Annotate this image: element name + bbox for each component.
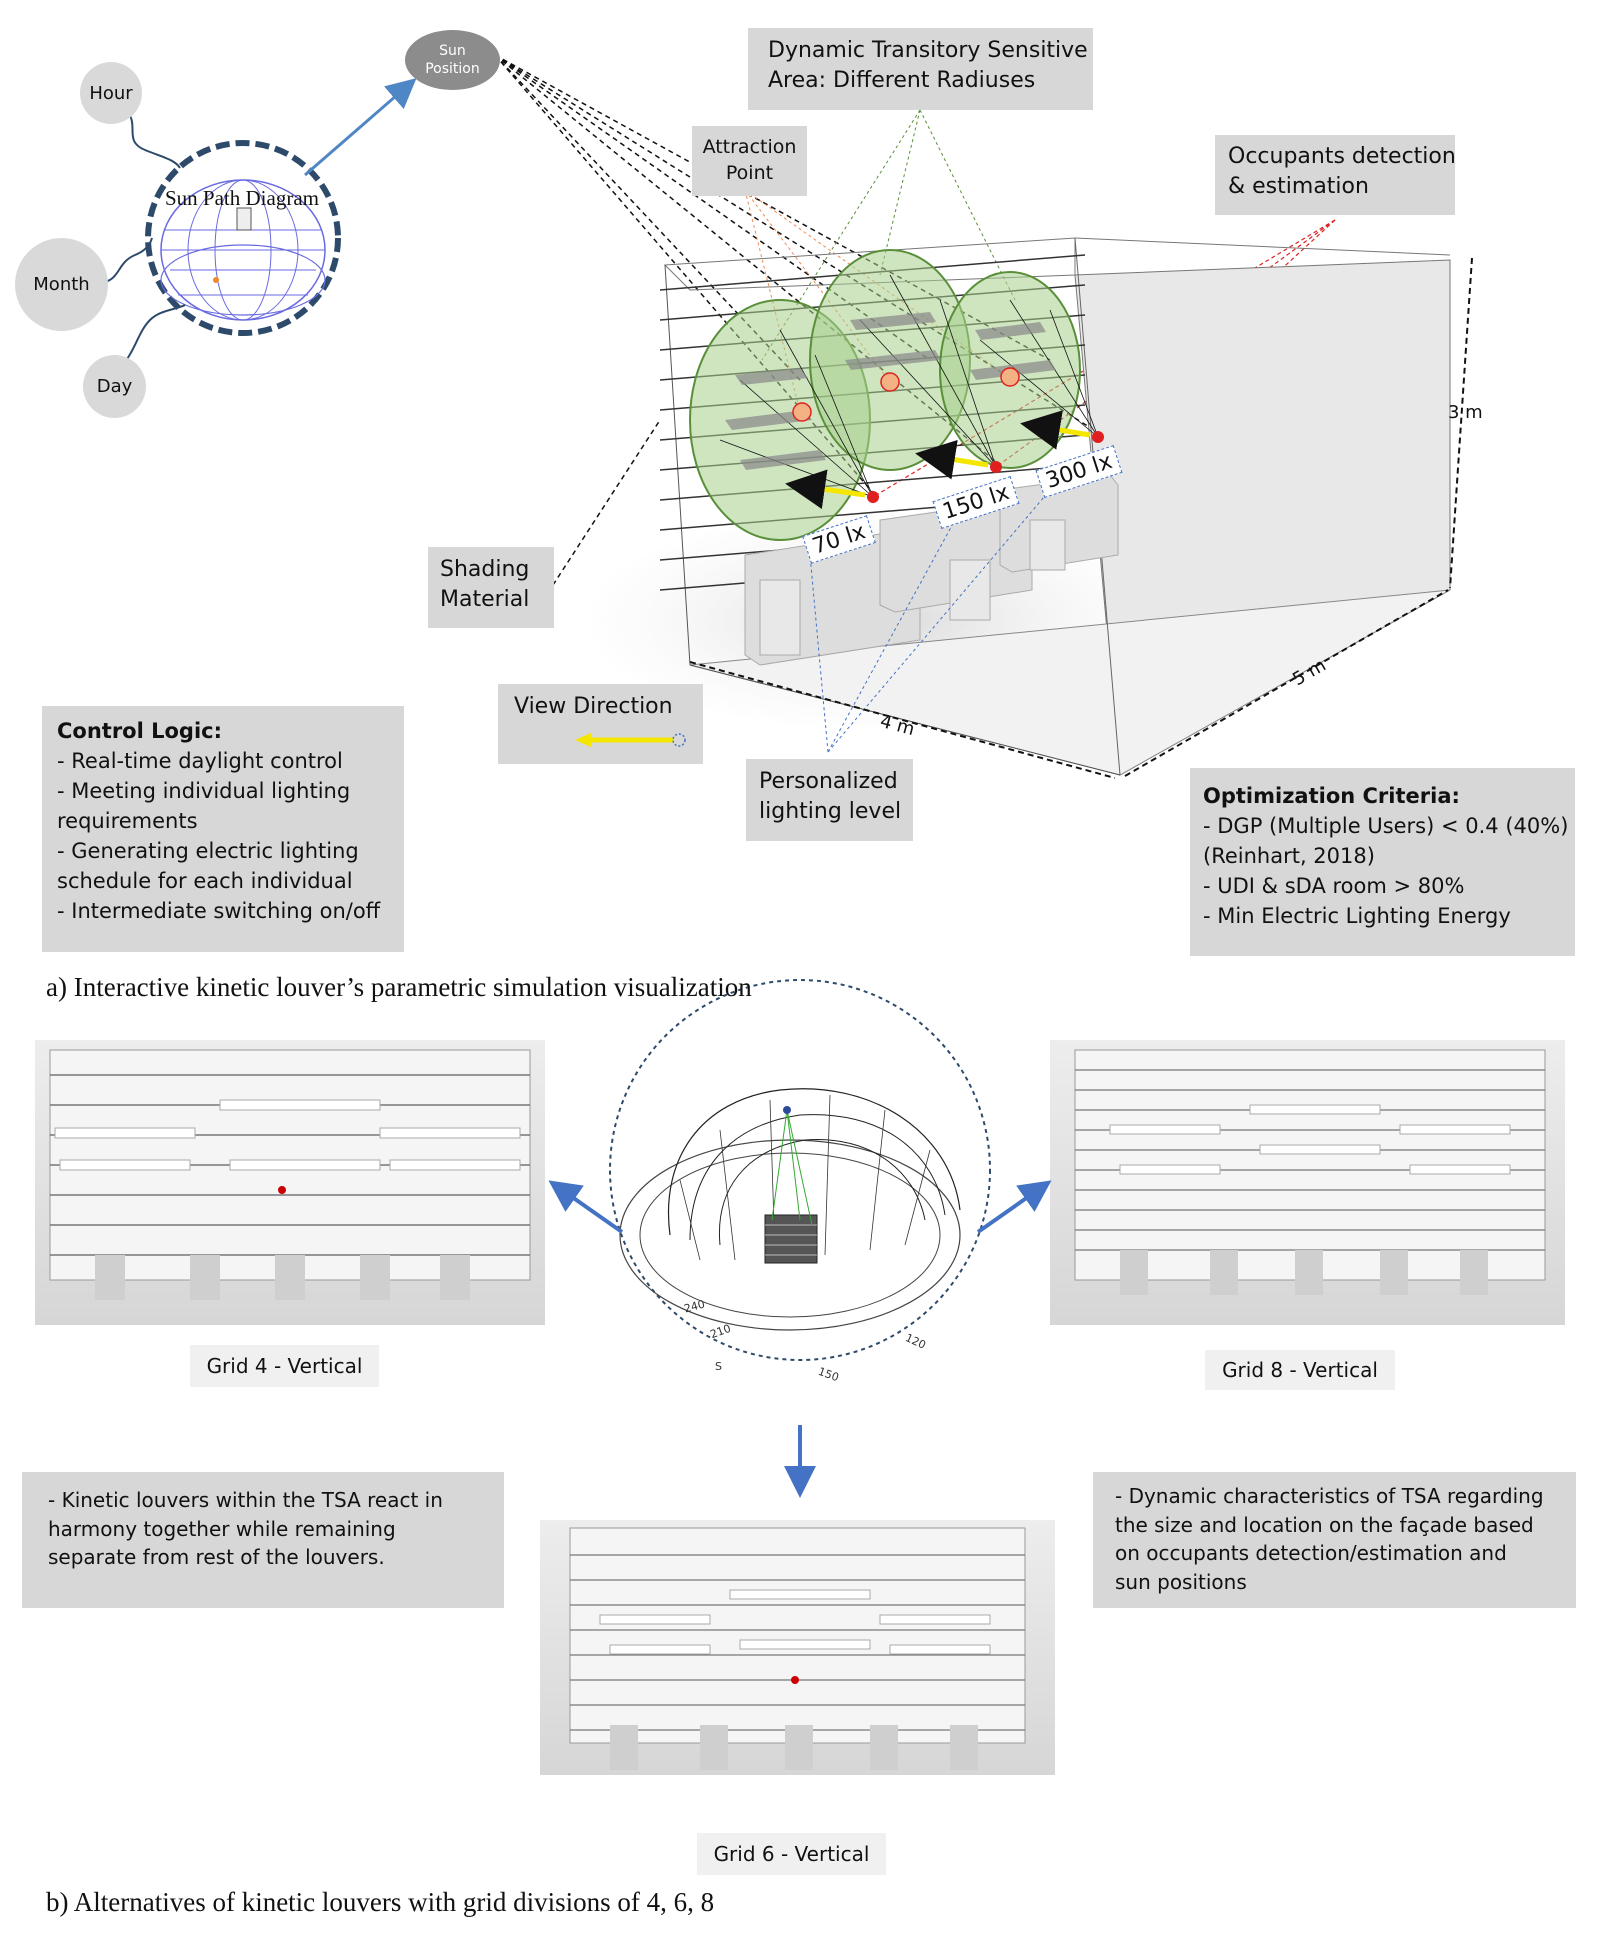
control-logic-box: Control Logic: - Real-time daylight cont… <box>42 706 404 952</box>
grid4-render <box>35 1040 545 1325</box>
day-input-node: Day <box>83 355 146 418</box>
personalized-line-2: lighting level <box>759 798 902 824</box>
tsa-line-2: Area: Different Radiuses <box>768 67 1036 93</box>
optimization-line: - DGP (Multiple Users) < 0.4 (40%) <box>1203 814 1569 839</box>
control-logic-line: requirements <box>57 809 198 834</box>
grid6-render <box>540 1520 1055 1775</box>
grid8-render <box>1050 1040 1565 1325</box>
month-label: Month <box>33 274 90 295</box>
shading-material-callout: Shading Material <box>428 547 554 628</box>
attraction-line-1: Attraction <box>702 136 797 159</box>
control-logic-line: - Real-time daylight control <box>57 749 343 774</box>
note-left-line: harmony together while remaining <box>48 1516 396 1541</box>
sun-position-icon: Sun Position <box>405 30 500 90</box>
note-right: - Dynamic characteristics of TSA regardi… <box>1093 1472 1576 1608</box>
note-left-line: - Kinetic louvers within the TSA react i… <box>48 1488 443 1512</box>
month-input-node: Month <box>15 238 108 331</box>
hour-input-node: Hour <box>80 62 142 124</box>
optimization-line: - Min Electric Lighting Energy <box>1203 904 1511 929</box>
control-logic-line: - Intermediate switching on/off <box>57 899 381 924</box>
optimization-line: - UDI & sDA room > 80% <box>1203 874 1465 899</box>
attraction-point-callout: Attraction Point <box>692 126 807 196</box>
occupants-line-1: Occupants detection <box>1228 144 1456 169</box>
compass-s: S <box>715 1360 722 1373</box>
view-direction-label: View Direction <box>514 694 673 719</box>
view-direction-callout: View Direction <box>498 684 703 764</box>
occupants-line-2: & estimation <box>1228 173 1369 199</box>
sun-position-line-1: Sun <box>439 42 466 59</box>
hour-label: Hour <box>89 82 133 104</box>
note-right-line: on occupants detection/estimation and <box>1115 1541 1507 1566</box>
grid4-label: Grid 4 - Vertical <box>190 1345 379 1387</box>
note-right-line: - Dynamic characteristics of TSA regardi… <box>1115 1484 1544 1508</box>
personalized-lighting-callout: Personalized lighting level <box>746 759 913 841</box>
dim-height: 3 m <box>1448 402 1483 423</box>
optimization-line: (Reinhart, 2018) <box>1203 844 1375 869</box>
tsa-line-1: Dynamic Transitory Sensitive <box>768 38 1088 63</box>
note-right-line: sun positions <box>1115 1569 1247 1594</box>
grid6-label: Grid 6 - Vertical <box>697 1833 886 1875</box>
view-direction-arrow-icon <box>575 733 686 747</box>
optimization-box: Optimization Criteria: - DGP (Multiple U… <box>1190 768 1575 956</box>
note-left: - Kinetic louvers within the TSA react i… <box>22 1472 504 1608</box>
sun-path-label: Sun Path Diagram <box>165 186 319 210</box>
caption-a: a) Interactive kinetic louver’s parametr… <box>46 972 752 1002</box>
optimization-title: Optimization Criteria: <box>1203 784 1460 808</box>
control-logic-line: - Meeting individual lighting <box>57 779 351 804</box>
sun-path-diagram-icon <box>145 140 341 336</box>
day-label: Day <box>96 376 133 397</box>
note-right-line: the size and location on the façade base… <box>1115 1512 1534 1537</box>
sun-dome-diagram <box>609 979 991 1361</box>
room-model <box>590 237 1451 776</box>
attraction-line-2: Point <box>725 162 774 184</box>
shading-line-2: Material <box>440 586 530 612</box>
control-logic-line: schedule for each individual <box>57 869 353 894</box>
note-left-line: separate from rest of the louvers. <box>48 1545 385 1570</box>
grid8-label: Grid 8 - Vertical <box>1205 1350 1395 1390</box>
control-logic-line: - Generating electric lighting <box>57 839 359 864</box>
caption-b: b) Alternatives of kinetic louvers with … <box>46 1887 715 1917</box>
control-logic-title: Control Logic: <box>57 719 223 743</box>
tsa-callout: Dynamic Transitory Sensitive Area: Diffe… <box>748 28 1093 110</box>
occupants-callout: Occupants detection & estimation <box>1215 135 1456 215</box>
personalized-line-1: Personalized <box>759 769 898 794</box>
shading-line-1: Shading <box>440 557 530 582</box>
sun-position-line-2: Position <box>425 61 480 77</box>
